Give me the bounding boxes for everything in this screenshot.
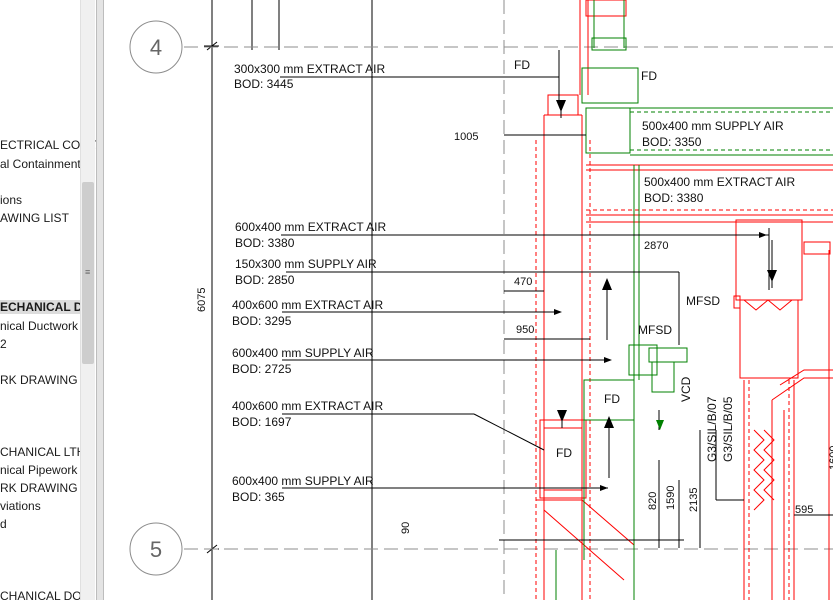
drawing-ref: G3/SIL/B/05 [721, 396, 735, 462]
tree-item[interactable]: nical Ductwork [0, 319, 79, 333]
vcd-tag: VCD [679, 376, 693, 402]
equipment-tags: FD FD FD FD MFSD MFSD VCD G3/SIL/B/07 G3… [514, 58, 735, 462]
panel-splitter[interactable] [96, 0, 104, 600]
fire-damper-tag: FD [604, 392, 620, 406]
structure-lines [211, 0, 373, 600]
tree-item[interactable]: RK DRAWING L [0, 373, 88, 387]
dimension-label: 6075 [196, 288, 208, 312]
tree-item[interactable]: ECTRICAL CONT. [0, 138, 96, 152]
mfsd-tag: MFSD [686, 294, 720, 308]
arrowheads [554, 100, 777, 491]
duct-size-label: 500x400 mm EXTRACT AIR [644, 175, 796, 189]
mechanical-drawing-svg: 4 5 [129, 0, 833, 600]
drawing-ref: G3/SIL/B/07 [705, 396, 719, 462]
grid-bubble-5[interactable]: 5 [129, 522, 183, 576]
dimension-label: 1600 [828, 446, 833, 470]
dimension-label: 1590 [665, 486, 677, 510]
grid-label: 4 [150, 35, 162, 60]
tree-item[interactable]: AWING LIST [0, 211, 69, 225]
sidebar-scrollbar[interactable]: ≡ [80, 0, 95, 600]
tree-item[interactable]: ions [0, 193, 23, 207]
duct-bod-label: BOD: 3295 [232, 314, 292, 328]
dimension-label: 2870 [644, 240, 668, 252]
tree-item[interactable]: d [0, 517, 7, 531]
tree-item[interactable]: viations [0, 499, 41, 513]
dimension-label: 2135 [688, 488, 700, 512]
scrollbar-thumb[interactable]: ≡ [82, 182, 94, 364]
supply-arrow [656, 420, 664, 430]
duct-bod-label: BOD: 2725 [232, 362, 292, 376]
duct-size-label: 400x600 mm EXTRACT AIR [232, 298, 384, 312]
fire-damper-tag: FD [556, 446, 572, 460]
duct-size-label: 600x400 mm SUPPLY AIR [232, 346, 374, 360]
duct-size-label: 600x400 mm SUPPLY AIR [232, 474, 374, 488]
tree-item[interactable]: CHANICAL DON [0, 589, 91, 600]
duct-bod-label: BOD: 3350 [642, 135, 702, 149]
duct-bod-label: BOD: 3445 [234, 77, 294, 91]
tree-item-selected[interactable]: ECHANICAL DU [0, 300, 96, 314]
drawing-canvas[interactable]: 4 5 [104, 0, 833, 600]
tree-item[interactable]: RK DRAWING L [0, 481, 88, 495]
duct-bod-label: BOD: 3380 [644, 191, 704, 205]
grid-bubble-4[interactable]: 4 [129, 20, 183, 74]
tree-item[interactable]: 2 [0, 337, 7, 351]
duct-size-label: 400x600 mm EXTRACT AIR [232, 399, 384, 413]
duct-size-label: 150x300 mm SUPPLY AIR [235, 257, 377, 271]
tree-item[interactable]: al Containment [0, 157, 81, 171]
grid-label: 5 [150, 537, 162, 562]
duct-size-label: 300x300 mm EXTRACT AIR [234, 62, 386, 76]
mfsd-tag: MFSD [638, 323, 672, 337]
dimension-labels: 1005 6075 2870 470 950 820 1590 2135 90 … [196, 131, 833, 534]
dimension-label: 90 [400, 522, 412, 534]
project-browser-panel: ECTRICAL CONT. al Containment ions AWING… [0, 0, 96, 600]
duct-bod-label: BOD: 1697 [232, 415, 292, 429]
duct-labels: 300x300 mm EXTRACT AIR BOD: 3445 600x400… [232, 62, 796, 504]
duct-bod-label: BOD: 2850 [235, 273, 295, 287]
grid-lines [184, 0, 833, 600]
duct-size-label: 500x400 mm SUPPLY AIR [642, 119, 784, 133]
grip-icon: ≡ [85, 267, 91, 277]
tree-item[interactable]: CHANICAL LTH [0, 445, 86, 459]
duct-bod-label: BOD: 365 [232, 490, 285, 504]
dimension-label: 950 [516, 324, 534, 336]
dimension-label: 595 [795, 504, 813, 516]
dimension-label: 470 [514, 276, 532, 288]
fire-damper-tag: FD [514, 58, 530, 72]
supply-ductwork [555, 0, 833, 600]
dimension-label: 820 [647, 492, 659, 510]
dimension-label: 1005 [454, 131, 478, 143]
tree-item[interactable]: nical Pipework L [0, 463, 88, 477]
duct-size-label: 600x400 mm EXTRACT AIR [235, 220, 387, 234]
duct-bod-label: BOD: 3380 [235, 236, 295, 250]
fire-damper-tag: FD [641, 69, 657, 83]
extract-ductwork [535, 0, 833, 600]
